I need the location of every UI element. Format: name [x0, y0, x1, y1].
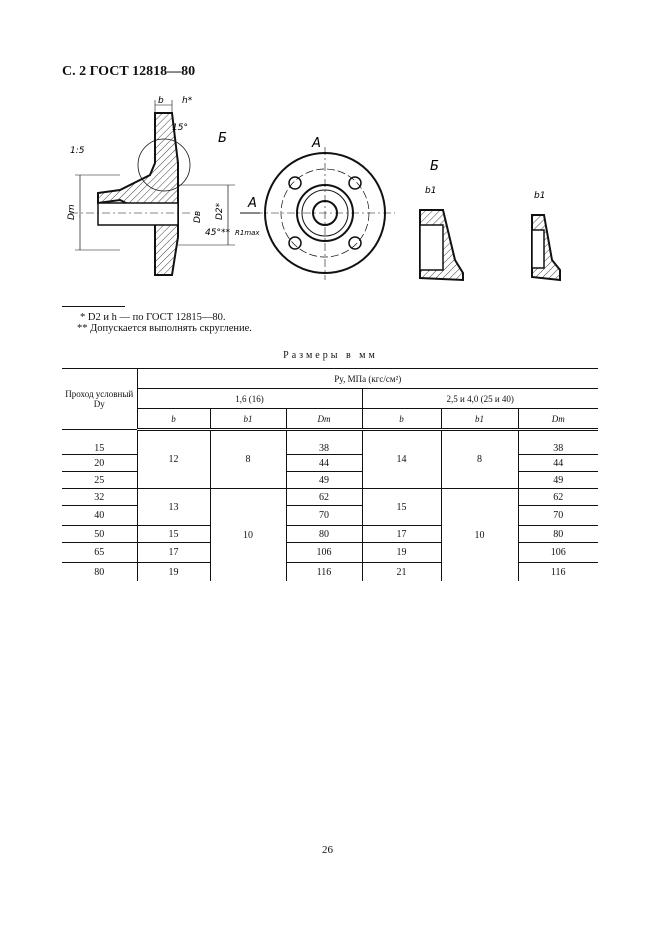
col-b: b	[136, 408, 211, 431]
page-number: 26	[322, 844, 333, 856]
cell-dm: 70	[285, 505, 363, 526]
col-b1: b1	[209, 408, 287, 431]
table-row: 15 12 8 38 14 8 38	[62, 429, 598, 489]
label-arrow-a: А	[247, 196, 257, 211]
cell-b: 15	[361, 488, 442, 526]
cell-dm: 49	[517, 471, 598, 489]
cell-b: 14	[361, 429, 442, 489]
label-h: h*	[182, 96, 193, 106]
cell-dm: 106	[285, 542, 363, 563]
footnote-divider	[62, 306, 125, 307]
cell-dm: 44	[285, 454, 363, 472]
label-45deg: 45°**	[205, 228, 230, 238]
detail-view-b-variant	[531, 214, 561, 282]
cell-dm: 106	[517, 542, 598, 563]
table-caption: Размеры в мм	[283, 350, 378, 361]
cell-b: 12	[136, 429, 211, 489]
label-d2: D2*	[215, 202, 225, 220]
header-group-1: 1,6 (16)	[136, 388, 363, 409]
cell-b: 13	[136, 488, 211, 526]
label-view-a: А	[311, 136, 321, 151]
label-15deg: 15°	[172, 123, 188, 133]
cell-dm: 116	[285, 562, 363, 581]
col-dm: Dm	[285, 408, 363, 431]
cell-dy: 40	[62, 505, 138, 526]
header-row: 1,6 (16) 2,5 и 4,0 (25 и 40)	[62, 388, 598, 409]
cell-dy: 25	[62, 471, 138, 489]
header-pressure: Py, МПа (кгс/см²)	[136, 368, 598, 389]
cell-b1: 10	[209, 488, 287, 581]
cell-dm: 49	[285, 471, 363, 489]
cell-dm: 116	[517, 562, 598, 581]
cell-dm: 80	[517, 525, 598, 543]
cell-dm: 44	[517, 454, 598, 472]
cell-dm: 62	[285, 488, 363, 506]
cell-dy: 15	[62, 429, 138, 455]
cell-b1: 8	[209, 429, 287, 489]
label-b: b	[158, 96, 164, 106]
cell-b: 15	[136, 525, 211, 543]
cell-b: 21	[361, 562, 442, 581]
label-b1: b1	[425, 186, 436, 196]
label-dv: Dв	[193, 211, 203, 223]
label-radius: R1max	[235, 229, 260, 237]
table-row: 20 44 44	[62, 454, 598, 472]
cell-dy: 32	[62, 488, 138, 506]
cell-dy: 65	[62, 542, 138, 563]
header-row: b b1 Dm b b1 Dm	[62, 408, 598, 431]
cell-dm: 70	[517, 505, 598, 526]
flange-technical-drawing: b h* 15° Б 1:5 Dm Dв D2* 45°** А А R1max…	[67, 96, 561, 282]
label-dm: Dm	[67, 204, 77, 220]
col-dm: Dm	[517, 408, 598, 431]
col-b1: b1	[440, 408, 519, 431]
cell-b1: 10	[440, 488, 519, 581]
cell-b: 19	[361, 542, 442, 563]
header-group-2: 2,5 и 4,0 (25 и 40)	[361, 388, 598, 409]
cell-dm: 38	[517, 429, 598, 455]
section-view	[70, 100, 235, 276]
dimensions-table: Проход условный Dy Py, МПа (кгс/см²) 1,6…	[62, 368, 598, 581]
header-dy: Проход условный Dy	[62, 368, 138, 430]
cell-dy: 20	[62, 454, 138, 472]
cell-dm: 80	[285, 525, 363, 543]
page-header: С. 2 ГОСТ 12818—80	[62, 64, 196, 79]
cell-dm: 38	[285, 429, 363, 455]
label-b1-variant: b1	[534, 191, 545, 201]
label-taper: 1:5	[70, 146, 85, 156]
cell-dy: 80	[62, 562, 138, 581]
cell-dm: 62	[517, 488, 598, 506]
cell-b: 19	[136, 562, 211, 581]
cell-b1: 8	[440, 429, 519, 489]
label-view-b: Б	[218, 131, 227, 146]
footnote-2: ** Допускается выполнять скругление.	[77, 323, 252, 334]
header-row: Проход условный Dy Py, МПа (кгс/см²)	[62, 368, 598, 430]
table-row: 32 13 10 62 15 10 62	[62, 488, 598, 581]
table-row: 40 70 70	[62, 505, 598, 526]
cell-b: 17	[136, 542, 211, 563]
footnote-1: * D2 и h — по ГОСТ 12815—80.	[80, 312, 226, 323]
cell-dy: 50	[62, 525, 138, 543]
front-view	[240, 147, 395, 280]
cell-b: 17	[361, 525, 442, 543]
detail-view-b	[419, 209, 464, 282]
label-view-b-title: Б	[430, 159, 439, 174]
col-b: b	[361, 408, 442, 431]
